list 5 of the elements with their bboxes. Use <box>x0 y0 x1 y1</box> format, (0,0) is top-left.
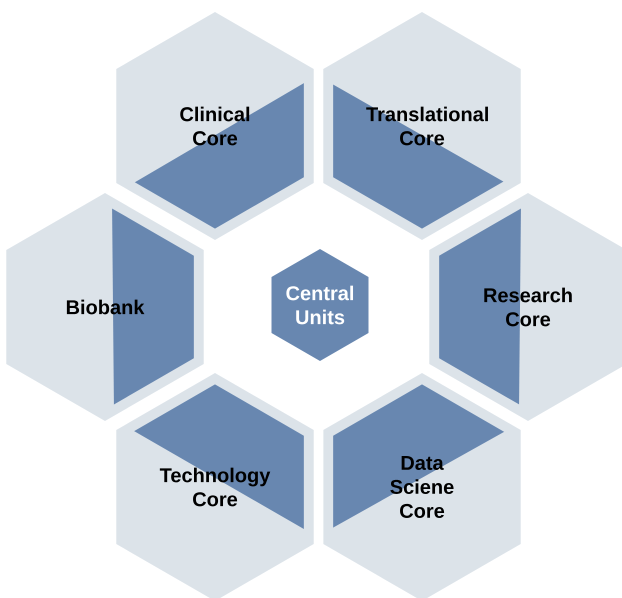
hexagon: Data Sciene Core <box>323 373 521 598</box>
hexagon: Technology Core <box>116 373 314 598</box>
hexagon: Biobank <box>6 193 204 421</box>
hexagon: Research Core <box>429 193 622 421</box>
hexagon: Central Units <box>272 249 368 361</box>
